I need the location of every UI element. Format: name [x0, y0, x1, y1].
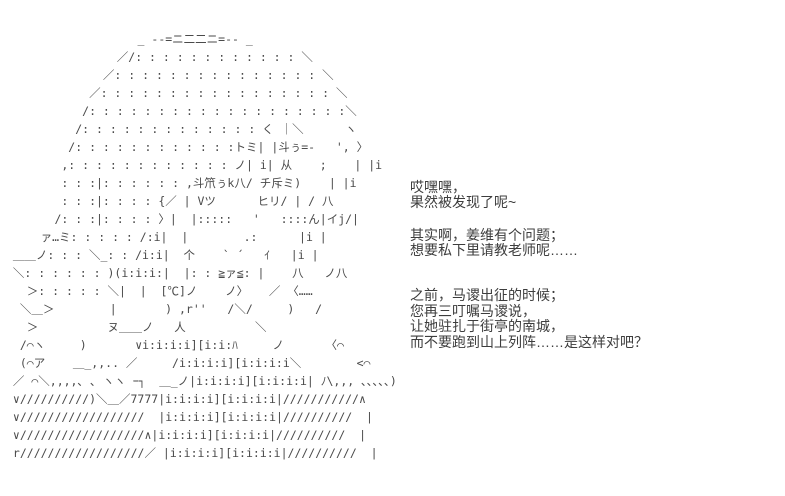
- dialogue-group-greeting: 哎嘿嘿，果然被发现了呢~: [410, 180, 516, 210]
- dialogue-line: 之前，马谡出征的时候；: [410, 287, 564, 303]
- dialogue-line: 而不要跑到山上列阵……是这样对吧？: [410, 333, 648, 350]
- dialogue-line: 您再三叮嘱马谡说，: [410, 302, 536, 319]
- dialogue-line: 其实啊，姜维有个问题；: [410, 227, 564, 243]
- dialogue-line: 哎嘿嘿，: [410, 179, 466, 195]
- dialogue-line: 想要私下里请教老师呢……: [410, 242, 578, 258]
- dialogue-line: 让她驻扎于街亭的南城，: [410, 318, 564, 334]
- dialogue-line: 果然被发现了呢~: [410, 194, 517, 210]
- dialogue-group-question: 其实啊，姜维有个问题；想要私下里请教老师呢……: [410, 228, 578, 258]
- ascii-art: _ -‐=ニ二二ニ=‐- _ ／/: : : : : : : : : : : :…: [12, 32, 397, 460]
- dialogue-group-story: 之前，马谡出征的时候；您再三叮嘱马谡说，让她驻扎于街亭的南城，而不要跑到山上列阵…: [410, 288, 648, 350]
